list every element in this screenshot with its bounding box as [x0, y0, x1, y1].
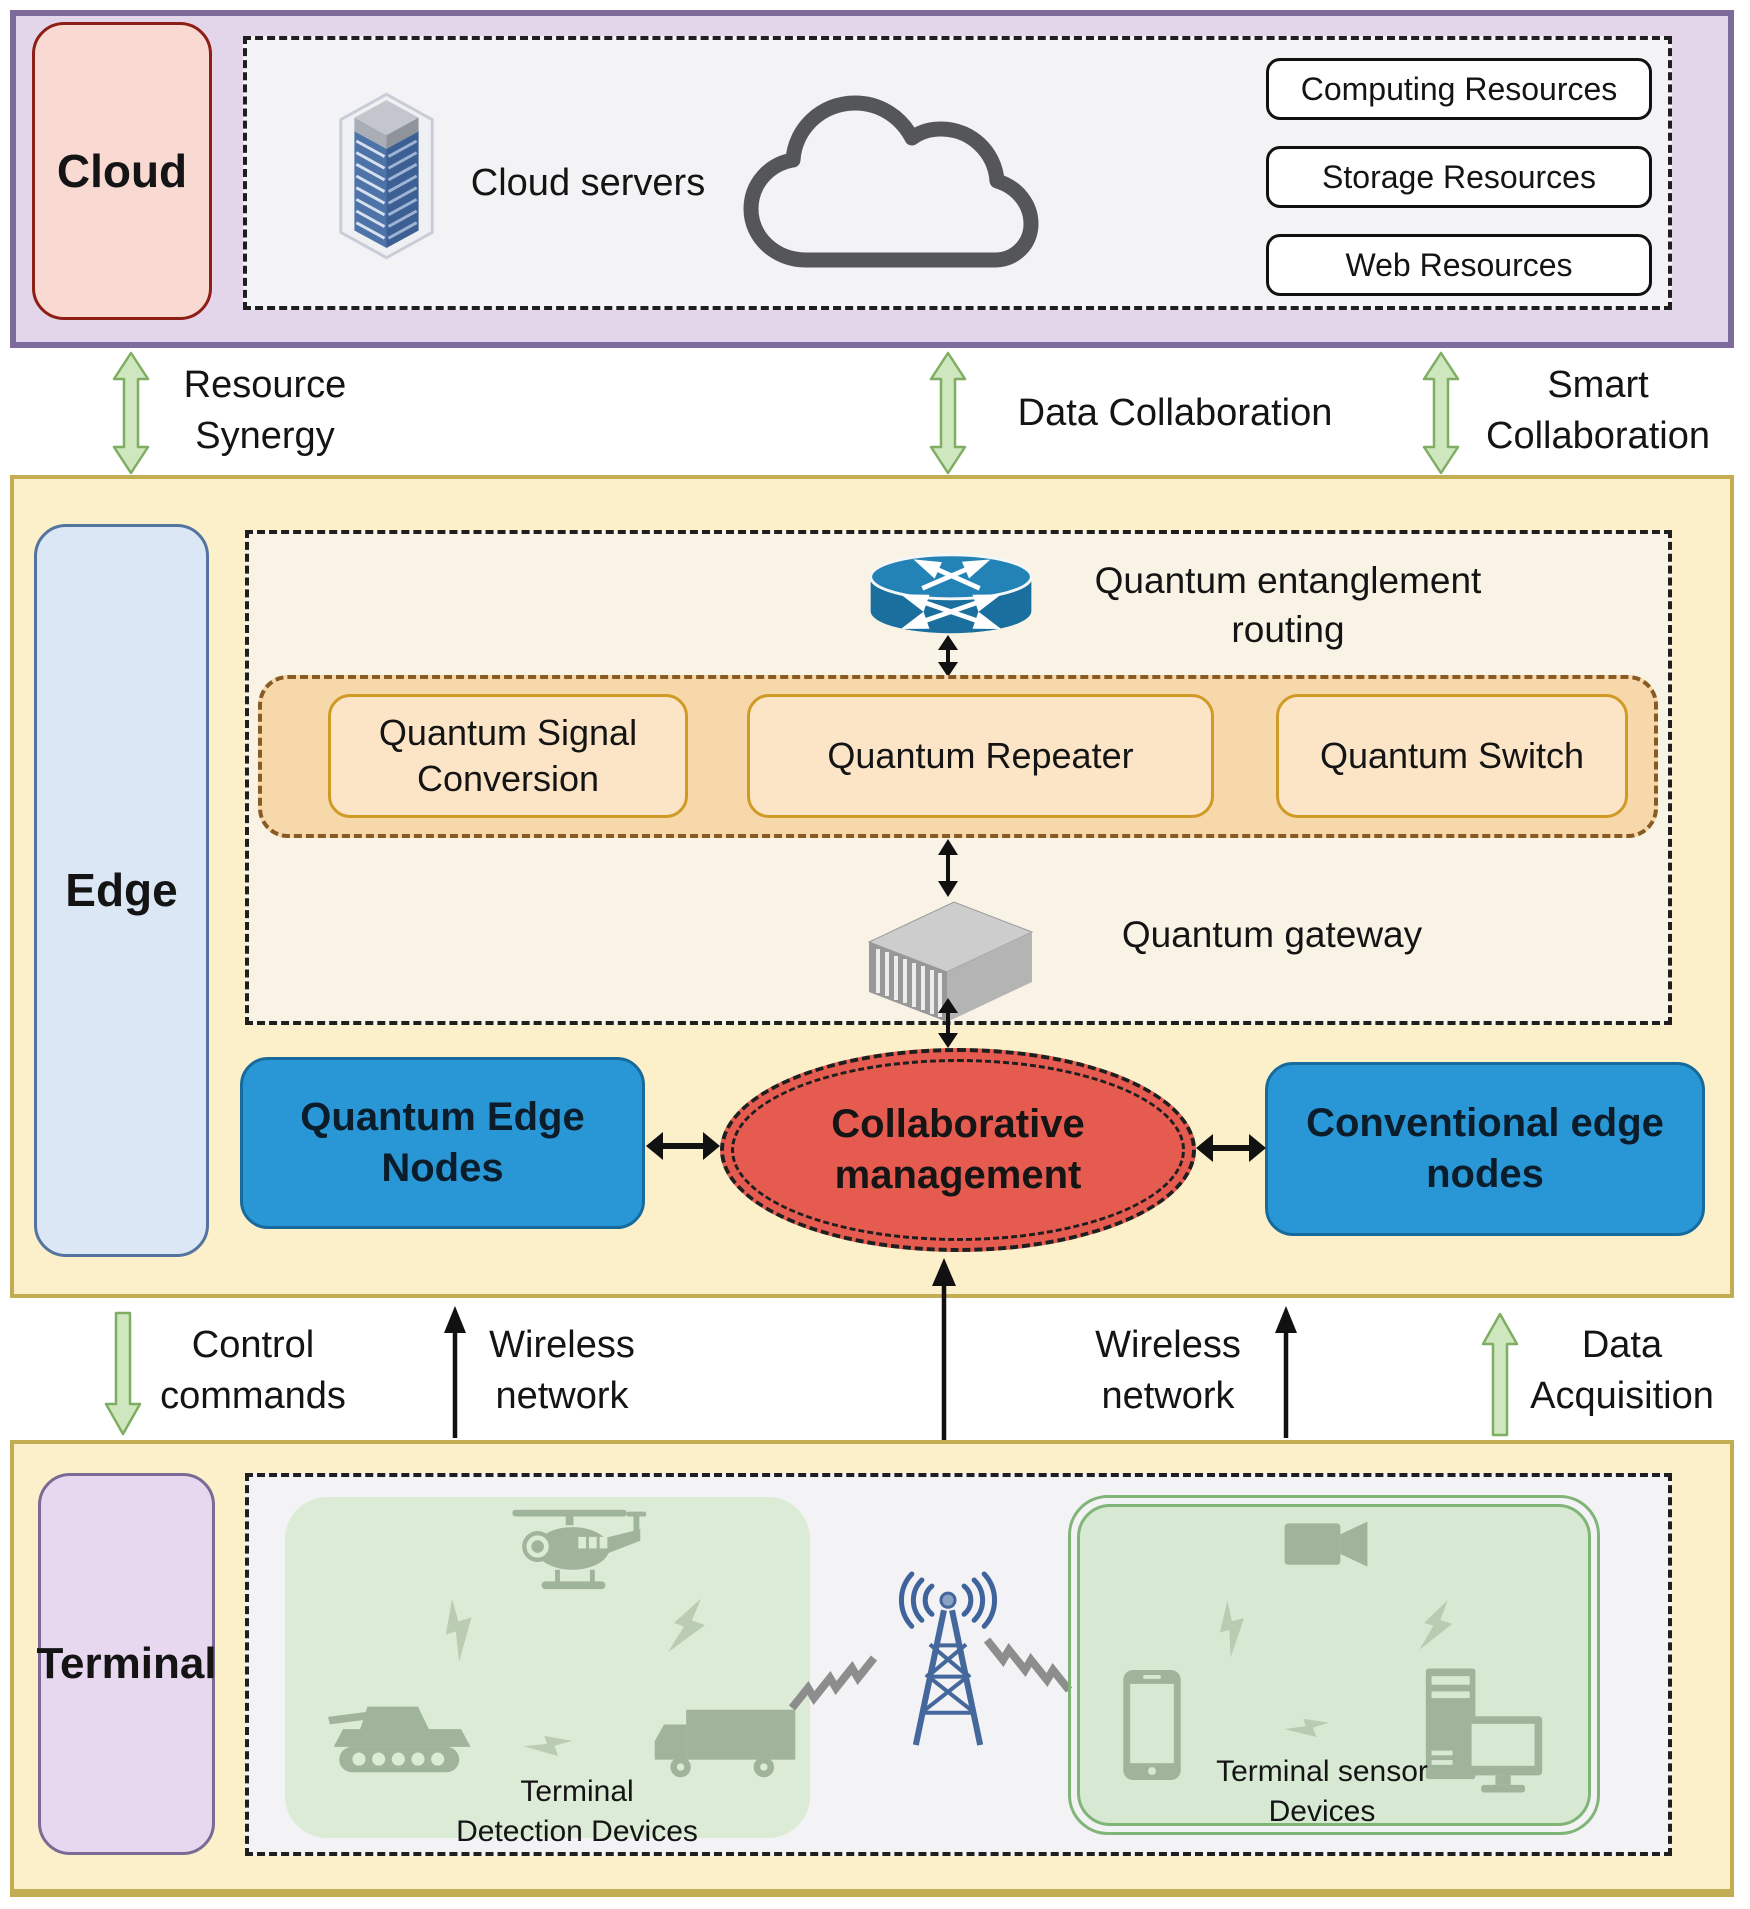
smart-collaboration-arrow	[1422, 351, 1460, 475]
management-conventional-arrow	[1196, 1134, 1266, 1162]
lightning-icon	[667, 1598, 705, 1653]
cloud-icon	[743, 95, 1039, 268]
radio-tower-icon	[898, 1571, 998, 1746]
gateway-management-arrow	[938, 998, 958, 1048]
quantum-edge-nodes-box: Quantum Edge Nodes	[240, 1057, 645, 1229]
quantum-signal-conversion-box: Quantum Signal Conversion	[328, 694, 688, 818]
lightning-icon	[1219, 1600, 1245, 1658]
tank-icon	[328, 1706, 471, 1773]
wireless-network-right-arrow	[1275, 1306, 1297, 1438]
computing-resources-box: Computing Resources	[1266, 58, 1652, 120]
entanglement-routing-label: Quantum entanglement routing	[1094, 560, 1482, 651]
quantum-gateway-label: Quantum gateway	[1121, 914, 1423, 955]
quantum-gateway-icon	[867, 901, 1034, 1022]
quantum-switch-box: Quantum Switch	[1276, 694, 1628, 818]
web-resources-box: Web Resources	[1266, 234, 1652, 296]
wireless-network-right-label: Wireless network	[1095, 1324, 1241, 1417]
data-acquisition-arrow	[1481, 1312, 1519, 1437]
cloud-servers-label: Cloud servers	[470, 162, 706, 204]
data-collaboration-label: Data Collaboration	[1017, 392, 1333, 434]
storage-resources-box: Storage Resources	[1266, 146, 1652, 208]
resource-synergy-arrow	[112, 351, 150, 475]
router-gateway-link-arrow	[938, 635, 958, 677]
truck-icon	[654, 1709, 796, 1778]
lightning-icon	[445, 1598, 472, 1662]
control-commands-arrow	[104, 1311, 142, 1436]
video-camera-icon	[1284, 1521, 1368, 1567]
smart-collaboration-label: Smart Collaboration	[1486, 364, 1710, 457]
quantum-routing-router-icon	[869, 553, 1033, 634]
terminal-band-label: Terminal	[36, 1473, 217, 1855]
wireless-link-zigzag-right	[983, 1637, 1073, 1693]
helicopter-icon	[512, 1509, 647, 1590]
control-commands-label: Control commands	[160, 1324, 346, 1417]
wireless-network-left-label: Wireless network	[489, 1324, 635, 1417]
wireless-network-left-arrow	[444, 1306, 466, 1438]
collaborative-management-ellipse: Collaborative management	[720, 1048, 1196, 1252]
cloud-servers-icon	[339, 92, 434, 260]
lightning-icon	[1284, 1718, 1330, 1737]
edge-band-label: Edge	[34, 524, 209, 1257]
cloud-band-label: Cloud	[32, 22, 212, 320]
detection-devices-caption: Terminal Detection Devices	[456, 1775, 698, 1848]
data-collaboration-arrow	[929, 351, 967, 475]
lightning-icon	[1419, 1600, 1453, 1650]
quantum-repeater-box: Quantum Repeater	[747, 694, 1214, 818]
sensor-devices-caption: Terminal sensor Devices	[1216, 1755, 1428, 1828]
resource-synergy-label: Resource Synergy	[183, 364, 347, 457]
smartphone-icon	[1123, 1669, 1181, 1781]
wireless-link-zigzag-left	[788, 1655, 878, 1711]
data-acquisition-label: Data Acquisition	[1530, 1324, 1714, 1417]
repeater-gateway-arrow	[938, 839, 958, 897]
qen-management-arrow	[646, 1132, 720, 1160]
conventional-edge-nodes-box: Conventional edge nodes	[1265, 1062, 1705, 1236]
desktop-computer-icon	[1425, 1668, 1543, 1793]
lightning-icon	[523, 1735, 573, 1757]
